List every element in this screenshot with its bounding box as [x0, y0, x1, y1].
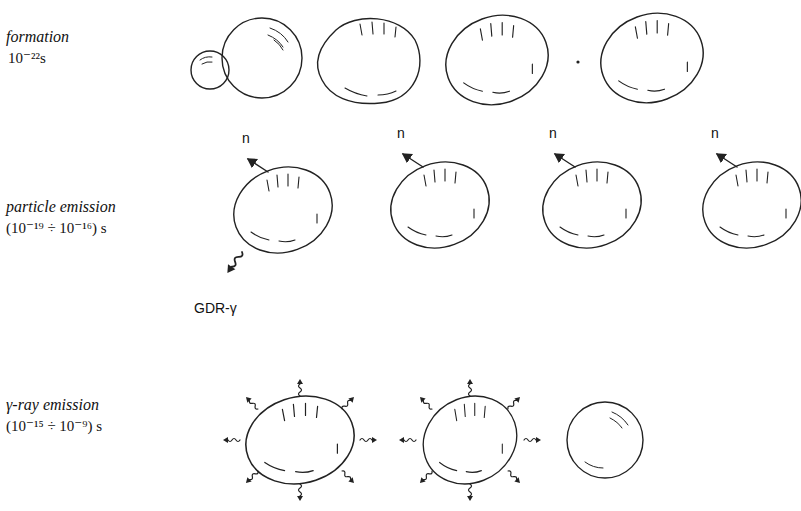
gamma-emission-row: [223, 379, 643, 501]
particle-label: n: [397, 125, 405, 141]
stage-title: γ-ray emission: [6, 396, 99, 414]
particle-label: n: [242, 130, 250, 146]
particle-emission-row: [222, 148, 801, 275]
time-scale: (10⁻¹⁵ ÷ 10⁻⁹) s: [6, 418, 102, 435]
time-scale: 10⁻²²s: [8, 50, 46, 67]
time-scale: (10⁻¹⁹ ÷ 10⁻¹⁶) s: [6, 220, 107, 237]
stage-title: formation: [6, 28, 69, 46]
particle-label: n: [711, 125, 719, 141]
gamma-label: GDR-γ: [194, 300, 237, 316]
formation-row: [191, 0, 716, 119]
stage-title: particle emission: [6, 198, 116, 216]
particle-label: n: [549, 125, 557, 141]
